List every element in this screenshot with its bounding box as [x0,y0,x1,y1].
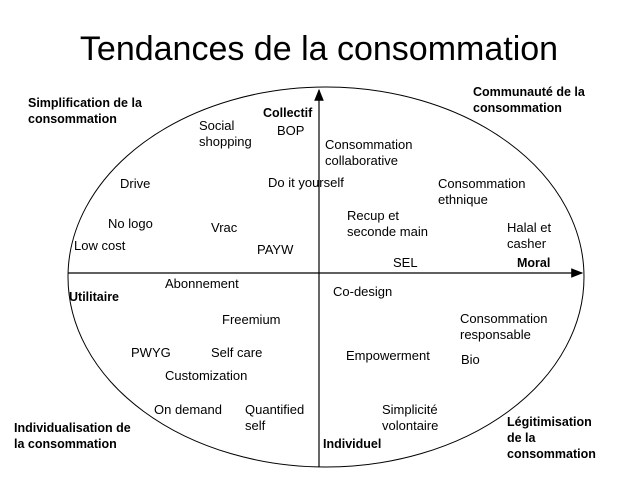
item-consommation-responsable: Consommation responsable [460,311,548,342]
axis-label-collectif: Collectif [263,106,313,120]
item-customization: Customization [165,368,248,383]
item-consommation-ethnique: Consommation ethnique [438,176,526,207]
item-do-it-yourself: Do it yourself [268,175,344,190]
item-abonnement: Abonnement [165,276,239,291]
corner-label-communaute: Communauté de la consommation [473,85,585,115]
corner-label-simplification: Simplification de la consommation [28,96,142,126]
item-quantified-self: Quantified self [245,402,305,433]
item-sel: SEL [393,255,418,270]
item-no-logo: No logo [108,216,153,231]
item-recup-seconde-main: Recup et seconde main [347,208,428,239]
item-freemium: Freemium [222,312,281,327]
corner-label-legitimisation: Légitimisation de la consommation [507,415,596,461]
item-pwyg: PWYG [131,345,171,360]
item-drive: Drive [120,176,151,191]
item-on-demand: On demand [154,402,222,417]
axis-label-utilitaire: Utilitaire [69,290,120,304]
item-social-shopping: Social shopping [199,118,252,149]
item-self-care: Self care [211,345,263,360]
item-co-design: Co-design [333,284,393,299]
axis-label-moral: Moral [517,256,551,270]
item-bio: Bio [461,352,480,367]
item-empowerment: Empowerment [346,348,430,363]
page-title: Tendances de la consommation [79,30,559,68]
ellipse-outline [67,86,585,468]
item-consommation-collaborative: Consommation collaborative [325,137,413,168]
item-bop: BOP [277,123,305,138]
item-vrac: Vrac [211,220,238,235]
axis-label-individuel: Individuel [323,437,382,451]
item-simplicite-volontaire: Simplicité volontaire [382,402,439,433]
item-low-cost: Low cost [74,238,126,253]
corner-label-individualisation: Individualisation de la consommation [14,421,131,451]
item-payw: PAYW [257,242,294,257]
item-halal-casher: Halal et casher [507,220,552,251]
